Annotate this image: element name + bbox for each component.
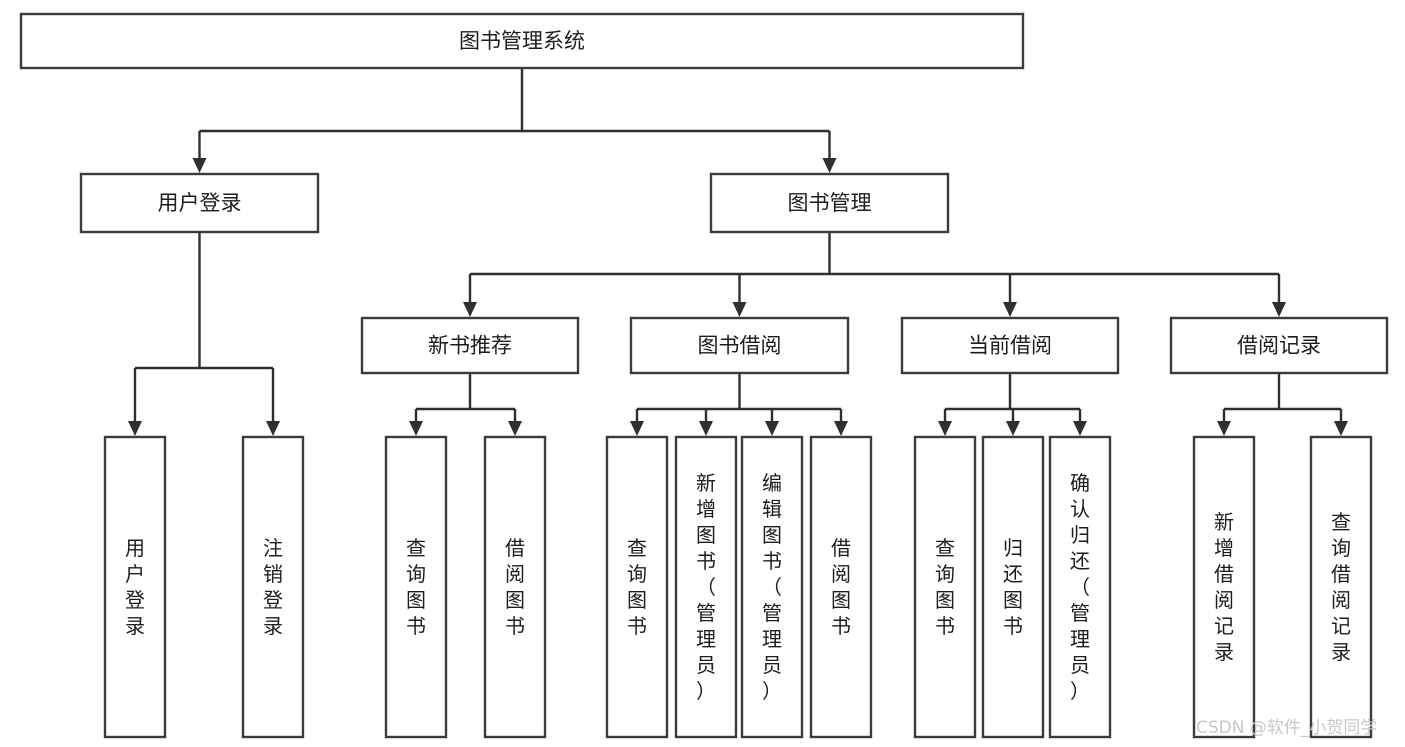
arrow-head-icon	[409, 421, 423, 436]
node-borrow-record-label: 借阅记录	[1237, 334, 1321, 358]
node-leaf-return-book-label: 归还图书	[1003, 536, 1023, 638]
node-leaf-add-borrow-record-box	[1192, 435, 1256, 739]
node-new-book-recommend-box	[360, 316, 580, 375]
arrow-head-icon	[508, 421, 522, 436]
node-leaf-add-book-admin[interactable]: 新增图书（管理员）	[674, 435, 738, 739]
arrow-head-icon	[463, 302, 477, 317]
node-leaf-query-book-borrow-box	[605, 435, 669, 739]
node-book-management[interactable]: 图书管理	[709, 172, 950, 234]
node-leaf-logout-login-box	[241, 435, 305, 739]
node-root-box	[19, 12, 1025, 70]
node-leaf-add-book-admin-label: 新增图书（管理员）	[696, 471, 716, 703]
arrow-head-icon	[1272, 302, 1286, 317]
node-leaf-query-borrow-record-label: 查询借阅记录	[1331, 510, 1351, 664]
node-new-book-recommend-label: 新书推荐	[428, 334, 512, 358]
node-leaf-add-borrow-record-label: 新增借阅记录	[1214, 510, 1234, 664]
node-book-management-label: 图书管理	[788, 191, 872, 215]
node-leaf-return-book-box	[981, 435, 1045, 739]
node-leaf-confirm-return-admin[interactable]: 确认归还（管理员）	[1048, 435, 1112, 739]
node-leaf-confirm-return-admin-label: 确认归还（管理员）	[1070, 471, 1090, 703]
node-leaf-query-book-rec[interactable]: 查询图书	[384, 435, 448, 739]
node-leaf-query-book-rec-label: 查询图书	[406, 536, 426, 638]
node-leaf-edit-book-admin-box	[740, 435, 804, 739]
arrow-head-icon	[1334, 421, 1348, 436]
node-current-borrow-label: 当前借阅	[968, 334, 1052, 358]
arrow-head-icon	[1073, 421, 1087, 436]
node-leaf-logout-login-label: 注销登录	[263, 536, 283, 638]
node-leaf-query-borrow-record[interactable]: 查询借阅记录	[1309, 435, 1373, 739]
node-leaf-edit-book-admin[interactable]: 编辑图书（管理员）	[740, 435, 804, 739]
node-leaf-query-borrow-record-box	[1309, 435, 1373, 739]
node-leaf-user-login[interactable]: 用户登录	[103, 435, 167, 739]
node-root-label: 图书管理系统	[459, 29, 585, 53]
node-layer: 图书管理系统用户登录图书管理新书推荐图书借阅当前借阅借阅记录用户登录注销登录查询…	[19, 12, 1389, 739]
arrow-head-icon	[630, 421, 644, 436]
node-user-login-label: 用户登录	[158, 191, 242, 215]
node-borrow-record-box	[1169, 316, 1389, 375]
node-book-management-box	[709, 172, 950, 234]
node-user-login-box	[79, 172, 320, 234]
node-leaf-query-book-current-box	[913, 435, 977, 739]
node-book-borrow-label: 图书借阅	[698, 334, 782, 358]
node-leaf-borrow-book[interactable]: 借阅图书	[809, 435, 873, 739]
node-leaf-user-login-box	[103, 435, 167, 739]
node-leaf-query-book-current[interactable]: 查询图书	[913, 435, 977, 739]
node-leaf-query-book-borrow-label: 查询图书	[627, 536, 647, 638]
arrow-head-icon	[938, 421, 952, 436]
arrow-head-icon	[1006, 421, 1020, 436]
node-current-borrow-box	[900, 316, 1120, 375]
node-leaf-confirm-return-admin-box	[1048, 435, 1112, 739]
node-leaf-query-book-rec-box	[384, 435, 448, 739]
node-new-book-recommend[interactable]: 新书推荐	[360, 316, 580, 375]
node-leaf-borrow-book-rec-label: 借阅图书	[505, 536, 525, 638]
node-leaf-edit-book-admin-label: 编辑图书（管理员）	[762, 471, 782, 703]
node-current-borrow[interactable]: 当前借阅	[900, 316, 1120, 375]
node-leaf-borrow-book-rec-box	[483, 435, 547, 739]
arrow-head-icon	[128, 421, 142, 436]
arrow-head-icon	[834, 421, 848, 436]
node-book-borrow[interactable]: 图书借阅	[629, 316, 850, 375]
node-leaf-add-borrow-record[interactable]: 新增借阅记录	[1192, 435, 1256, 739]
arrow-head-icon	[192, 158, 207, 173]
csdn-watermark: CSDN @软件_小贺同学	[1196, 718, 1377, 738]
node-leaf-add-book-admin-box	[674, 435, 738, 739]
node-leaf-borrow-book-label: 借阅图书	[831, 536, 851, 638]
node-book-borrow-box	[629, 316, 850, 375]
arrow-head-icon	[1217, 421, 1231, 436]
node-leaf-query-book-borrow[interactable]: 查询图书	[605, 435, 669, 739]
arrow-head-icon	[1003, 302, 1017, 317]
node-leaf-return-book[interactable]: 归还图书	[981, 435, 1045, 739]
arrow-head-icon	[765, 421, 779, 436]
arrow-head-icon	[822, 158, 837, 173]
node-root[interactable]: 图书管理系统	[19, 12, 1025, 70]
arrow-head-icon	[732, 302, 747, 317]
node-leaf-borrow-book-box	[809, 435, 873, 739]
node-leaf-borrow-book-rec[interactable]: 借阅图书	[483, 435, 547, 739]
connector-layer	[128, 68, 1348, 436]
node-leaf-logout-login[interactable]: 注销登录	[241, 435, 305, 739]
arrow-head-icon	[266, 421, 280, 436]
node-borrow-record[interactable]: 借阅记录	[1169, 316, 1389, 375]
node-leaf-query-book-current-label: 查询图书	[935, 536, 955, 638]
arrow-head-icon	[699, 421, 713, 436]
node-user-login[interactable]: 用户登录	[79, 172, 320, 234]
node-leaf-user-login-label: 用户登录	[125, 536, 145, 638]
